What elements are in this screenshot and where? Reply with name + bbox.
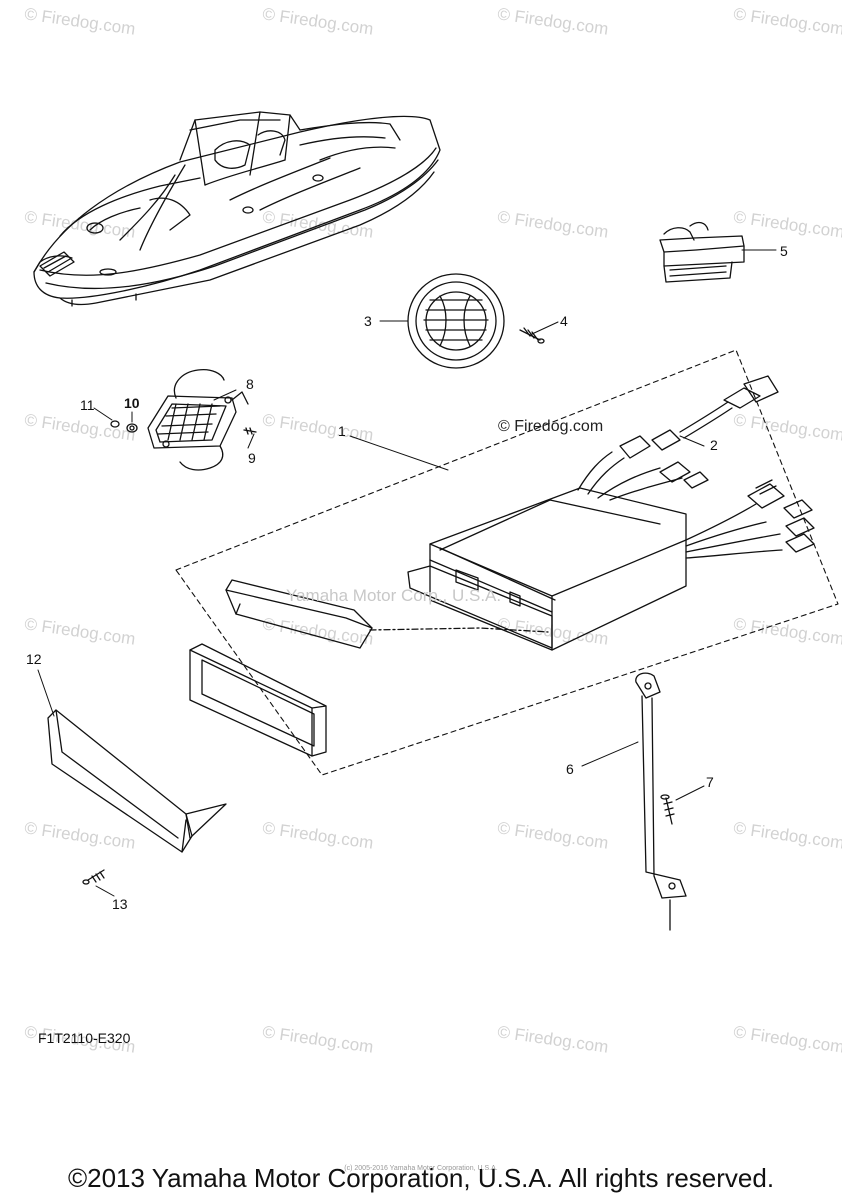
firedog-mark: © Firedog.com (498, 418, 604, 435)
callout-10: 10 (124, 395, 140, 411)
bezel-illustration (225, 579, 549, 649)
copyright-footer: ©2013 Yamaha Motor Corporation, U.S.A. A… (67, 1163, 775, 1193)
callout-7: 7 (706, 774, 714, 790)
part-5-illustration (659, 221, 745, 283)
callout-12: 12 (26, 651, 42, 667)
radio-unit-illustration (407, 487, 687, 651)
center-watermark: Yamaha Motor Corp., U.S.A. (286, 586, 502, 605)
callout-2: 2 (710, 437, 718, 453)
bracket-illustration (635, 672, 687, 931)
wiring-harness-illustration (577, 375, 815, 559)
callout-3: 3 (364, 313, 372, 329)
fine-print: (c) 2005-2016 Yamaha Motor Corporation, … (344, 1165, 498, 1172)
screw-7-illustration (660, 794, 675, 825)
diagram-code: F1T2110-E320 (38, 1030, 131, 1046)
assembly-boundary (175, 349, 839, 776)
callout-9: 9 (248, 450, 256, 466)
cover-illustration (47, 709, 227, 853)
leader-lines (37, 249, 777, 897)
callout-5: 5 (780, 243, 788, 259)
callout-4: 4 (560, 313, 568, 329)
screw-4-illustration (519, 327, 545, 344)
callout-13: 13 (112, 896, 128, 912)
trim-frame-illustration (189, 643, 327, 757)
speaker-illustration (407, 273, 505, 369)
callout-8: 8 (246, 376, 254, 392)
callout-1: 1 (338, 423, 346, 439)
screw-13-illustration (82, 869, 105, 885)
boat-illustration (33, 111, 441, 307)
callout-6: 6 (566, 761, 574, 777)
fasteners-illustration (110, 420, 257, 435)
callout-11: 11 (80, 397, 95, 413)
keypad-illustration (147, 368, 249, 471)
